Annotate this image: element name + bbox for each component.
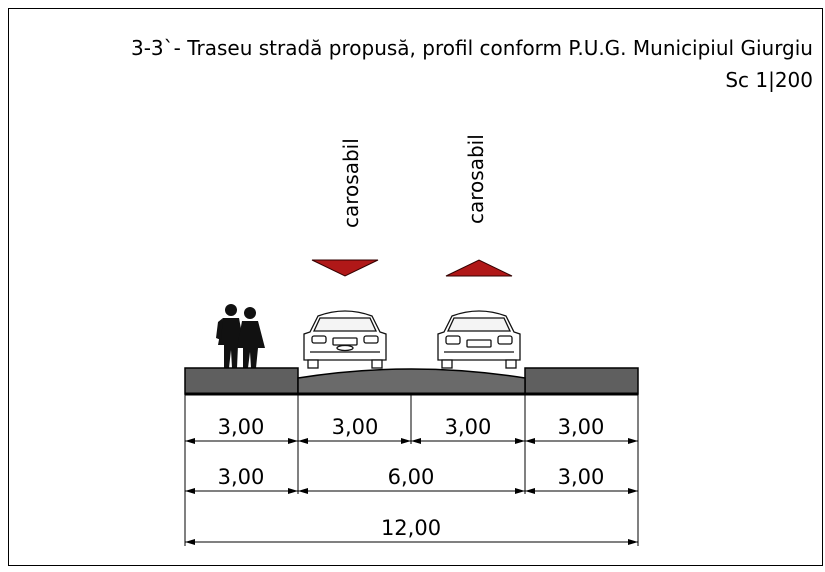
sidewalk-right [524,367,639,395]
dim-row1-seg1: 3,00 [218,415,265,439]
dim-row2-seg1: 3,00 [218,465,265,489]
roadway [297,368,526,395]
dim-row1-seg2: 3,00 [332,415,379,439]
scale-label: Sc 1|200 [725,68,813,92]
car-rear-icon [437,310,521,369]
direction-arrow-down [311,259,379,277]
sidewalk-left [184,367,299,395]
dim-row1-seg4: 3,00 [558,415,605,439]
lane-label-right: carosabil [464,134,488,224]
lane-label-left: carosabil [339,138,363,228]
drawing-frame [8,8,823,566]
car-front-icon [303,310,387,369]
dim-row1-seg3: 3,00 [445,415,492,439]
dimension-row-1 [185,438,638,444]
pedestrians-icon [216,304,265,368]
dim-row3-total: 12,00 [381,516,441,540]
direction-arrow-up [445,259,513,277]
dim-row2-seg2: 6,00 [388,465,435,489]
dimension-row-3 [185,539,638,545]
drawing-title: 3-3`- Traseu stradă propusă, profil conf… [130,36,813,60]
dimension-row-2 [185,488,638,494]
dim-row2-seg3: 3,00 [558,465,605,489]
extension-lines [184,394,639,546]
